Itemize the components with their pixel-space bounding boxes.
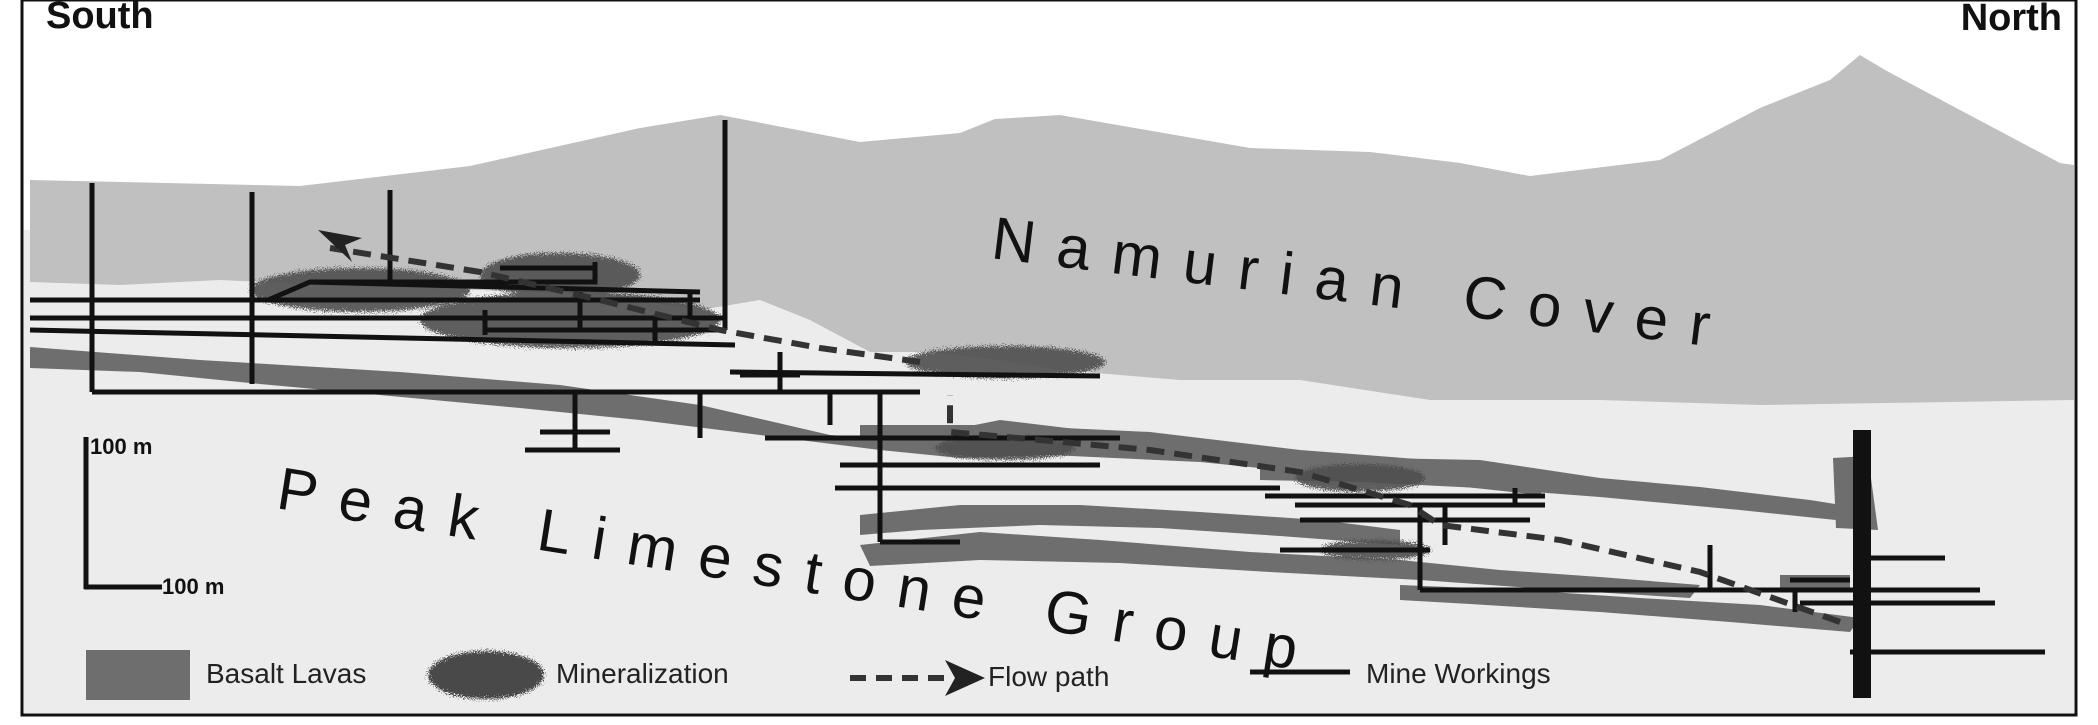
flow-path-line: [329, 245, 1842, 625]
basalt-body-5: [860, 532, 1700, 598]
north-label: North: [1961, 0, 2062, 39]
mine-workings: [29, 120, 2045, 655]
upper-drive-2: [309, 279, 701, 295]
flow-path-segment-2: [947, 395, 1411, 508]
flow-path-segment-3: [329, 245, 921, 365]
legend-mine-label: Mine Workings: [1366, 658, 1551, 689]
legend-basalt-label: Basalt Lavas: [206, 658, 366, 689]
flow-path-segment-1: [1408, 502, 1842, 625]
flow-path-arrowhead: [318, 230, 362, 262]
scale-horizontal-label: 100 m: [162, 574, 224, 599]
scale-vertical-label: 100 m: [90, 434, 152, 459]
level-3: [29, 327, 736, 348]
peak-limestone-label: Peak Limestone Group: [273, 455, 1324, 686]
legend-flow-arrowhead: [945, 660, 985, 696]
mineralization-zone-6: [1295, 464, 1425, 492]
legend-basalt-swatch: [86, 650, 190, 700]
south-label: South: [46, 0, 154, 37]
scale-bar: [83, 437, 162, 590]
legend-mineralization-swatch: [428, 651, 544, 699]
mineralization-zone-1: [250, 268, 470, 312]
legend-mineralization-label: Mineralization: [556, 658, 729, 689]
namurian-cover-text: Namurian Cover: [988, 204, 1736, 361]
upper-drive-1: [267, 262, 598, 303]
basalt-body-4: [860, 505, 1400, 545]
peak-limestone-text: Peak Limestone Group: [273, 455, 1324, 686]
legend: Basalt Lavas Mineralization Flow path Mi…: [86, 650, 1551, 700]
namurian-cover-layer: [30, 55, 2074, 405]
mineralization-zone-4: [905, 346, 1105, 378]
namurian-cover-label: Namurian Cover: [988, 204, 1736, 361]
legend-flow-label: Flow path: [988, 661, 1109, 692]
basalt-body-6: [1400, 585, 1860, 632]
